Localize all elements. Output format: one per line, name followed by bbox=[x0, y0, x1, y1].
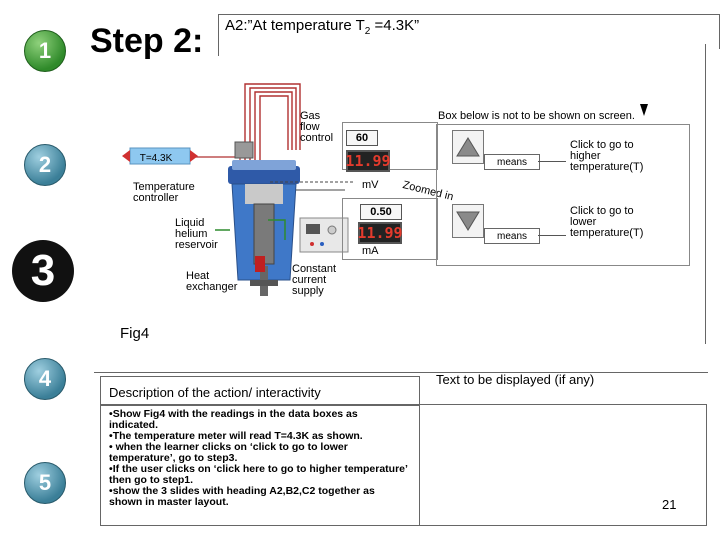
header-subscript: 2 bbox=[364, 26, 371, 37]
current-value-box: 0.50 bbox=[360, 204, 402, 220]
lower-temp-button[interactable] bbox=[452, 204, 484, 238]
higher-temp-button[interactable] bbox=[452, 130, 484, 164]
step-2-badge: 2 bbox=[24, 144, 66, 186]
description-item: Show Fig4 with the readings in the data … bbox=[109, 409, 409, 431]
lower-temp-text[interactable]: Click to go to lower temperature(T) bbox=[570, 205, 644, 239]
exchanger-label: Heat exchanger bbox=[186, 270, 238, 293]
reservoir-label: Liquid helium reservoir bbox=[175, 217, 218, 251]
description-list: Show Fig4 with the readings in the data … bbox=[109, 409, 409, 508]
fig-caption: Fig4 bbox=[120, 325, 150, 342]
gas-value-box: 60 bbox=[346, 130, 378, 146]
description-item: when the learner clicks on ‘click to go … bbox=[109, 442, 409, 464]
means-box-1: means bbox=[484, 154, 540, 170]
current-readout: 11.99 bbox=[357, 222, 403, 244]
table-header-description: Description of the action/ interactivity bbox=[100, 376, 420, 406]
header-tail: =4.3K” bbox=[370, 17, 420, 34]
current-unit: mA bbox=[362, 245, 379, 257]
step-1-badge: 1 bbox=[24, 30, 66, 72]
voltage-unit: mV bbox=[362, 179, 379, 191]
description-cell: Show Fig4 with the readings in the data … bbox=[100, 404, 420, 526]
voltage-panel bbox=[342, 122, 438, 170]
description-item: show the 3 slides with heading A2,B2,C2 … bbox=[109, 486, 409, 508]
controller-display: T=4.3K bbox=[139, 153, 173, 164]
means-box-2: means bbox=[484, 228, 540, 244]
connector-2 bbox=[538, 235, 566, 236]
step-3-badge: 3 bbox=[12, 240, 74, 302]
header-text: A2:”At temperature T bbox=[225, 17, 365, 34]
gas-flow-label: Gas flow control bbox=[300, 110, 334, 144]
cryostat-diagram bbox=[122, 83, 355, 296]
page-number: 21 bbox=[662, 497, 677, 512]
higher-temp-text[interactable]: Click to go to higher temperature(T) bbox=[570, 139, 644, 173]
down-arrow-icon bbox=[640, 104, 648, 116]
offscreen-note: Box below is not to be shown on screen. bbox=[438, 110, 635, 122]
header-box: A2:”At temperature T2 =4.3K” bbox=[218, 14, 720, 49]
controller-label: Temperature controller bbox=[133, 181, 195, 204]
current-panel bbox=[342, 198, 438, 260]
text-cell bbox=[418, 404, 707, 526]
description-item: If the user clicks on ‘click here to go … bbox=[109, 464, 409, 486]
description-item: The temperature meter will read T=4.3K a… bbox=[109, 431, 409, 442]
step-4-badge: 4 bbox=[24, 358, 66, 400]
slide-right-rule bbox=[705, 44, 706, 344]
text-header: Text to be displayed (if any) bbox=[436, 372, 595, 387]
triangle-up-icon bbox=[456, 137, 480, 157]
supply-label: Constant current supply bbox=[292, 263, 337, 297]
voltage-readout: 11.99 bbox=[345, 150, 391, 172]
header-left-rule bbox=[218, 44, 219, 56]
table-top-rule bbox=[94, 372, 708, 373]
description-header: Description of the action/ interactivity bbox=[109, 385, 321, 400]
triangle-down-icon bbox=[456, 211, 480, 231]
step-title: Step 2: bbox=[90, 22, 204, 60]
step-5-badge: 5 bbox=[24, 462, 66, 504]
offscreen-box bbox=[436, 124, 690, 266]
connector-1 bbox=[538, 161, 566, 162]
